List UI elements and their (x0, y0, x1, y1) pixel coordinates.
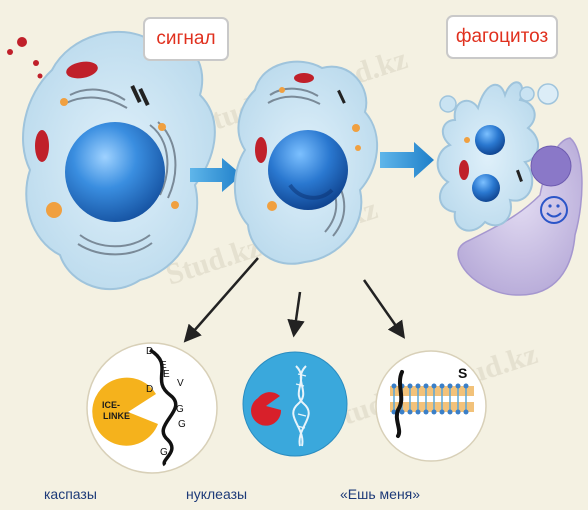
pathway-arrows (183, 257, 406, 343)
nucleases-panel (242, 351, 348, 457)
caspases-panel: ICE- LINKE D E V D E G G G (86, 342, 218, 474)
dna-letter: G (176, 404, 184, 415)
vesicle (171, 201, 179, 209)
vesicle (464, 137, 470, 143)
nucleus-condensed (268, 130, 348, 210)
vesicle (279, 87, 285, 93)
nucleus (65, 122, 165, 222)
pacman-enzyme (92, 377, 158, 446)
arrow-blue-1 (190, 158, 242, 192)
dna-letter: D (146, 346, 153, 357)
enzyme-label: ICE- (102, 400, 120, 410)
engulfed-body (530, 145, 572, 187)
caption-nucleases: нуклеазы (186, 486, 248, 502)
caption-caspases: каспазы (44, 486, 97, 502)
mitochondrion (294, 73, 314, 83)
vesicle (60, 98, 68, 106)
nucleus-fragment (475, 125, 505, 155)
mitochondrion (66, 61, 98, 79)
membrane-letter: S (458, 365, 467, 381)
dna-letter: V (177, 378, 184, 389)
nucleus-fragment (472, 174, 500, 202)
dna-letter: E (163, 369, 170, 380)
dna-letter: G (160, 447, 168, 458)
dna-letter: D (146, 384, 153, 395)
signal-dots (7, 37, 43, 79)
smiley-icon (540, 196, 568, 224)
signal-label: сигнал (143, 17, 229, 61)
phagocytosis-scene (436, 81, 583, 296)
phagocytosis-label: фагоцитоз (446, 15, 558, 59)
vesicle (46, 202, 62, 218)
mitochondrion (459, 160, 469, 180)
svg-text:LINKE: LINKE (103, 411, 130, 421)
cell-healthy (22, 31, 216, 290)
vesicle (355, 145, 361, 151)
vesicle (352, 124, 360, 132)
nuclease-pacman (251, 392, 282, 426)
mitochondrion (35, 130, 49, 162)
membrane-protein (394, 370, 404, 438)
dna-letter: E (160, 360, 167, 371)
cell-shrinking (233, 60, 379, 265)
vesicle (158, 123, 166, 131)
vesicle (267, 201, 277, 211)
caption-eat-me: «Ешь меня» (340, 486, 421, 502)
eat-me-panel: S (375, 350, 487, 462)
arrow-blue-2 (380, 142, 434, 178)
dna-letter: G (178, 419, 186, 430)
mitochondrion (255, 137, 267, 163)
